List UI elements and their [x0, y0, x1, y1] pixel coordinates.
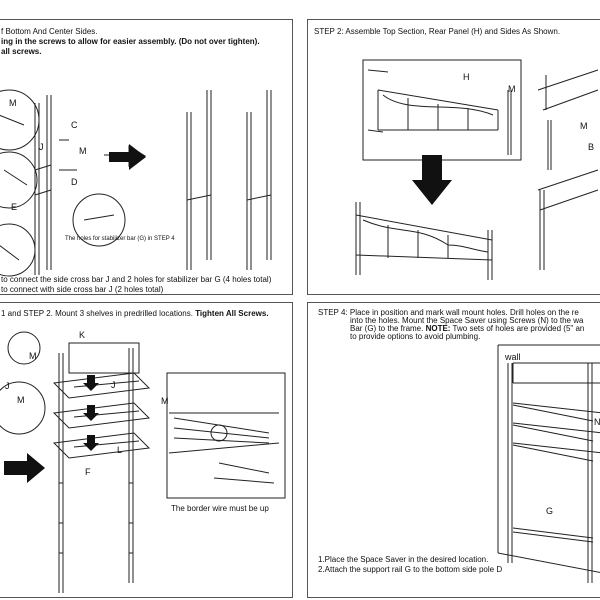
step4-note-2: 2.Attach the support rail G to the botto… [318, 565, 503, 574]
step1-instruction-1: f Bottom And Center Sides. [1, 27, 98, 36]
step4-label-n: N [594, 417, 600, 427]
step3-label-m: M [29, 351, 37, 361]
step2-title: STEP 2: Assemble Top Section, Rear Panel… [314, 27, 561, 36]
step4-instruction-3: Bar (G) to the frame. NOTE: Two sets of … [350, 324, 584, 333]
step4-diagram [497, 344, 600, 583]
step2-panel: STEP 2: Assemble Top Section, Rear Panel… [307, 19, 600, 295]
step3-border-note: The border wire must be up [171, 504, 269, 513]
step4-wall-label: wall [505, 352, 521, 362]
step4-instruction-1: STEP 4: Place in position and mark wall … [318, 308, 579, 317]
step1-footnote-2: to connect with side cross bar J (2 hole… [1, 285, 164, 294]
step2-label-m2: M [580, 121, 588, 131]
step3-label-m2: M [17, 395, 25, 405]
step2-diagram [355, 59, 599, 280]
step1-footnote-1: to connect the side cross bar J and 2 ho… [1, 275, 272, 284]
step3-title-emphasis: Tighten All Screws. [195, 309, 269, 318]
step4-instruction-4: to provide options to avoid plumbing. [350, 332, 481, 341]
step3-label-l: L [117, 445, 123, 455]
step3-label-j2: J [111, 380, 116, 390]
step3-panel: 1 and STEP 2. Mount 3 shelves in predril… [0, 302, 293, 598]
step2-label-b: B [588, 142, 595, 152]
step1-label-m2: M [79, 146, 87, 156]
step1-label-m: M [9, 98, 17, 108]
step1-instruction-2: ing in the screws to allow for easier as… [1, 37, 260, 46]
step4-instruction-3b: Two sets of holes are provided (5" an [450, 324, 585, 333]
step3-title: 1 and STEP 2. Mount 3 shelves in predril… [1, 309, 269, 318]
step1-instruction-3: all screws. [1, 47, 42, 56]
step1-label-e: E [11, 202, 18, 212]
step4-instruction-3a: Bar (G) to the frame. [350, 324, 426, 333]
step1-label-j: J [39, 142, 44, 152]
step2-label-m: M [508, 84, 516, 94]
step1-diagram [0, 89, 272, 277]
step1-label-c: C [71, 120, 78, 130]
step4-instruction-2: into the holes. Mount the Space Saver us… [350, 316, 584, 325]
step4-label-g: G [546, 506, 554, 516]
step3-diagram [0, 331, 286, 593]
step3-label-j: J [5, 381, 10, 391]
step3-label-k: K [79, 330, 86, 340]
step3-label-f: F [85, 467, 91, 477]
step3-label-m3: M [161, 396, 169, 406]
step1-label-d: D [71, 177, 78, 187]
step4-note-1: 1.Place the Space Saver in the desired l… [318, 555, 489, 564]
step4-panel: STEP 4: Place in position and mark wall … [307, 302, 600, 598]
step4-note-label: NOTE: [425, 324, 451, 333]
step3-title-text: 1 and STEP 2. Mount 3 shelves in predril… [1, 309, 196, 318]
step1-stabilizer-note: The holes for stabilizer bar (G) in STEP… [65, 236, 175, 242]
step1-panel: f Bottom And Center Sides. ing in the sc… [0, 19, 293, 295]
step2-label-h: H [463, 72, 470, 82]
